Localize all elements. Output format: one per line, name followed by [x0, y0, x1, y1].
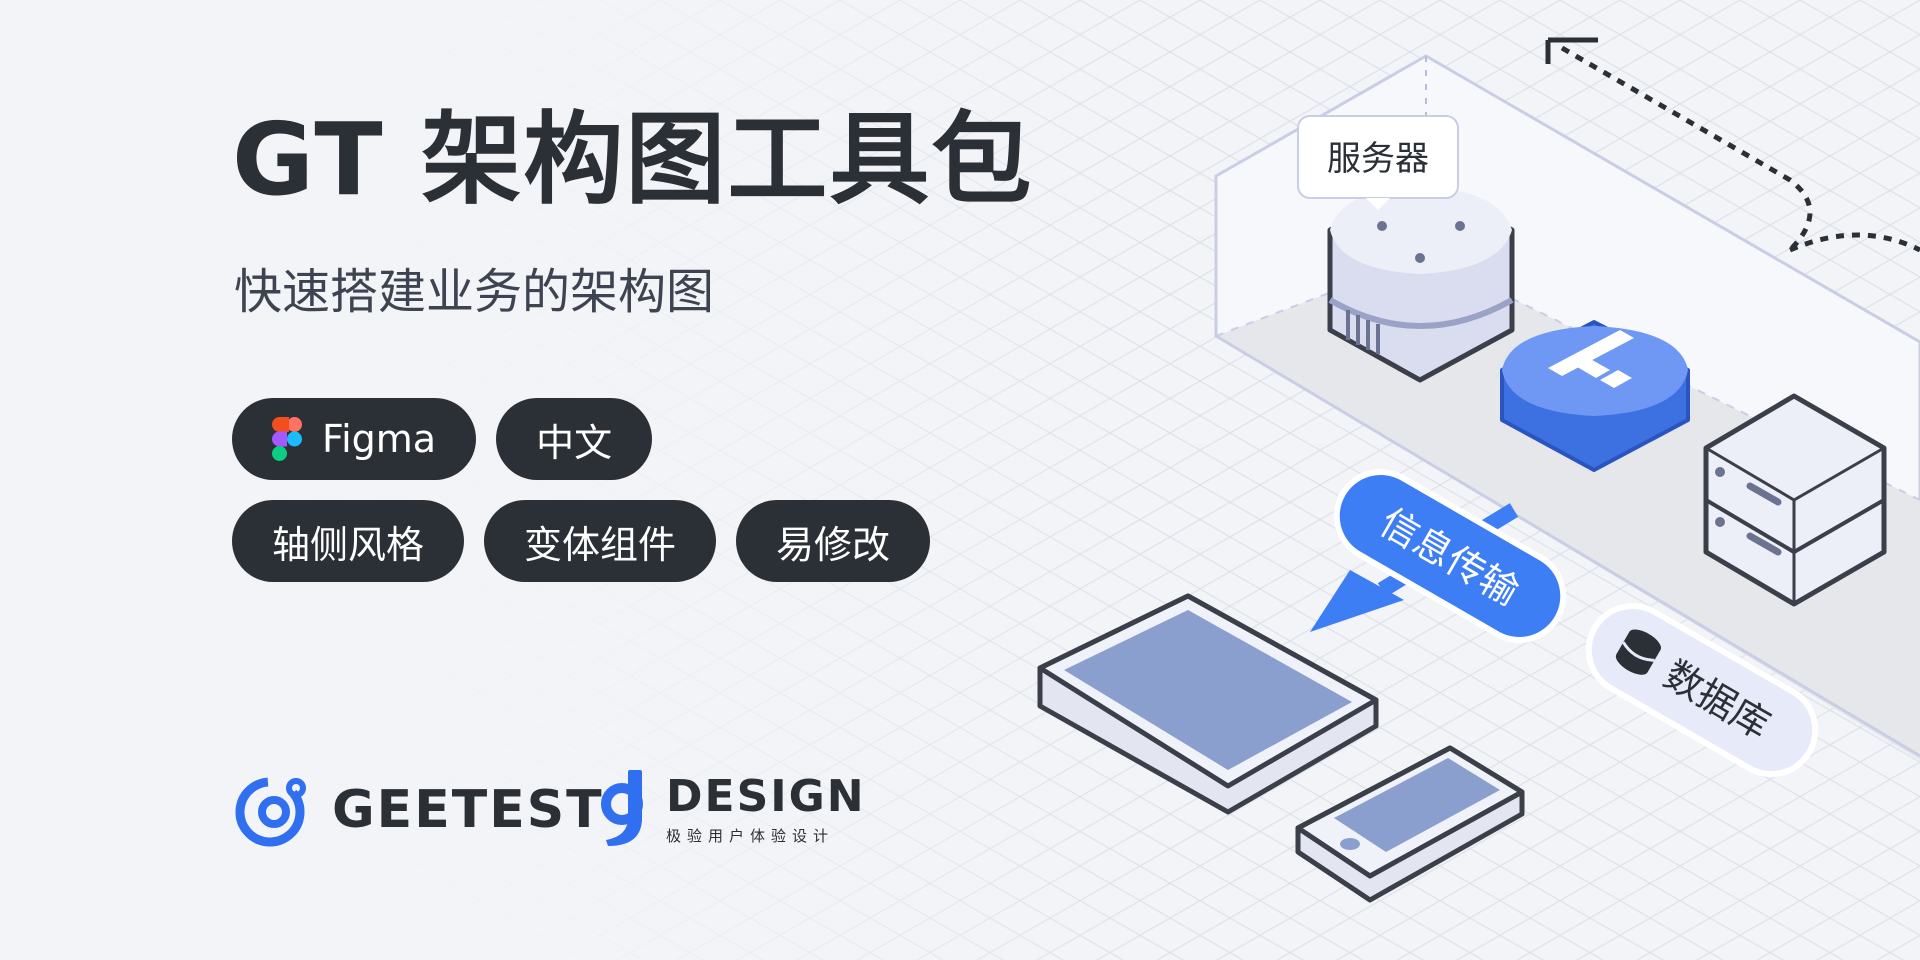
tablet-icon [1037, 593, 1379, 815]
tag-label: 轴侧风格 [272, 522, 425, 567]
gdesign-tagline: 极验用户体验设计 [666, 826, 835, 845]
server-icon [1327, 177, 1515, 383]
dashed-connection [1545, 37, 1920, 253]
page-title: GT 架构图工具包 [232, 101, 1034, 218]
tag-variant-components: 变体组件 [484, 500, 717, 582]
database-server-icon [1703, 393, 1887, 607]
message-pill: 信息传输 [1333, 469, 1567, 643]
tag-row-2: 轴侧风格 变体组件 易修改 [232, 500, 931, 582]
tag-chinese: 中文 [496, 398, 653, 480]
database-icon [1615, 629, 1662, 675]
page-subtitle: 快速搭建业务的架构图 [234, 264, 715, 320]
figma-logo [272, 417, 302, 461]
gdesign-brand: DESIGN 极验用户体验设计 [598, 770, 866, 850]
tag-label: Figma [322, 417, 437, 461]
server-label: 服务器 [1327, 139, 1429, 179]
geetest-logo-icon [235, 777, 306, 847]
gateway-icon [1500, 320, 1690, 472]
geetest-wordmark: GEETEST [332, 780, 604, 840]
tag-easy-edit: 易修改 [736, 500, 931, 582]
tag-label: 中文 [536, 420, 613, 465]
gdesign-logo-icon [601, 770, 643, 846]
server-label-bubble: 服务器 [1297, 115, 1459, 210]
tag-figma: Figma [232, 398, 477, 480]
tag-row-1: Figma 中文 [232, 398, 653, 480]
tag-label: 易修改 [776, 522, 891, 567]
geetest-brand: GEETEST [232, 770, 604, 850]
tag-isometric-style: 轴侧风格 [232, 500, 465, 582]
phone-icon [1295, 745, 1525, 903]
gdesign-wordmark: DESIGN [666, 770, 866, 822]
tag-label: 变体组件 [524, 522, 677, 567]
